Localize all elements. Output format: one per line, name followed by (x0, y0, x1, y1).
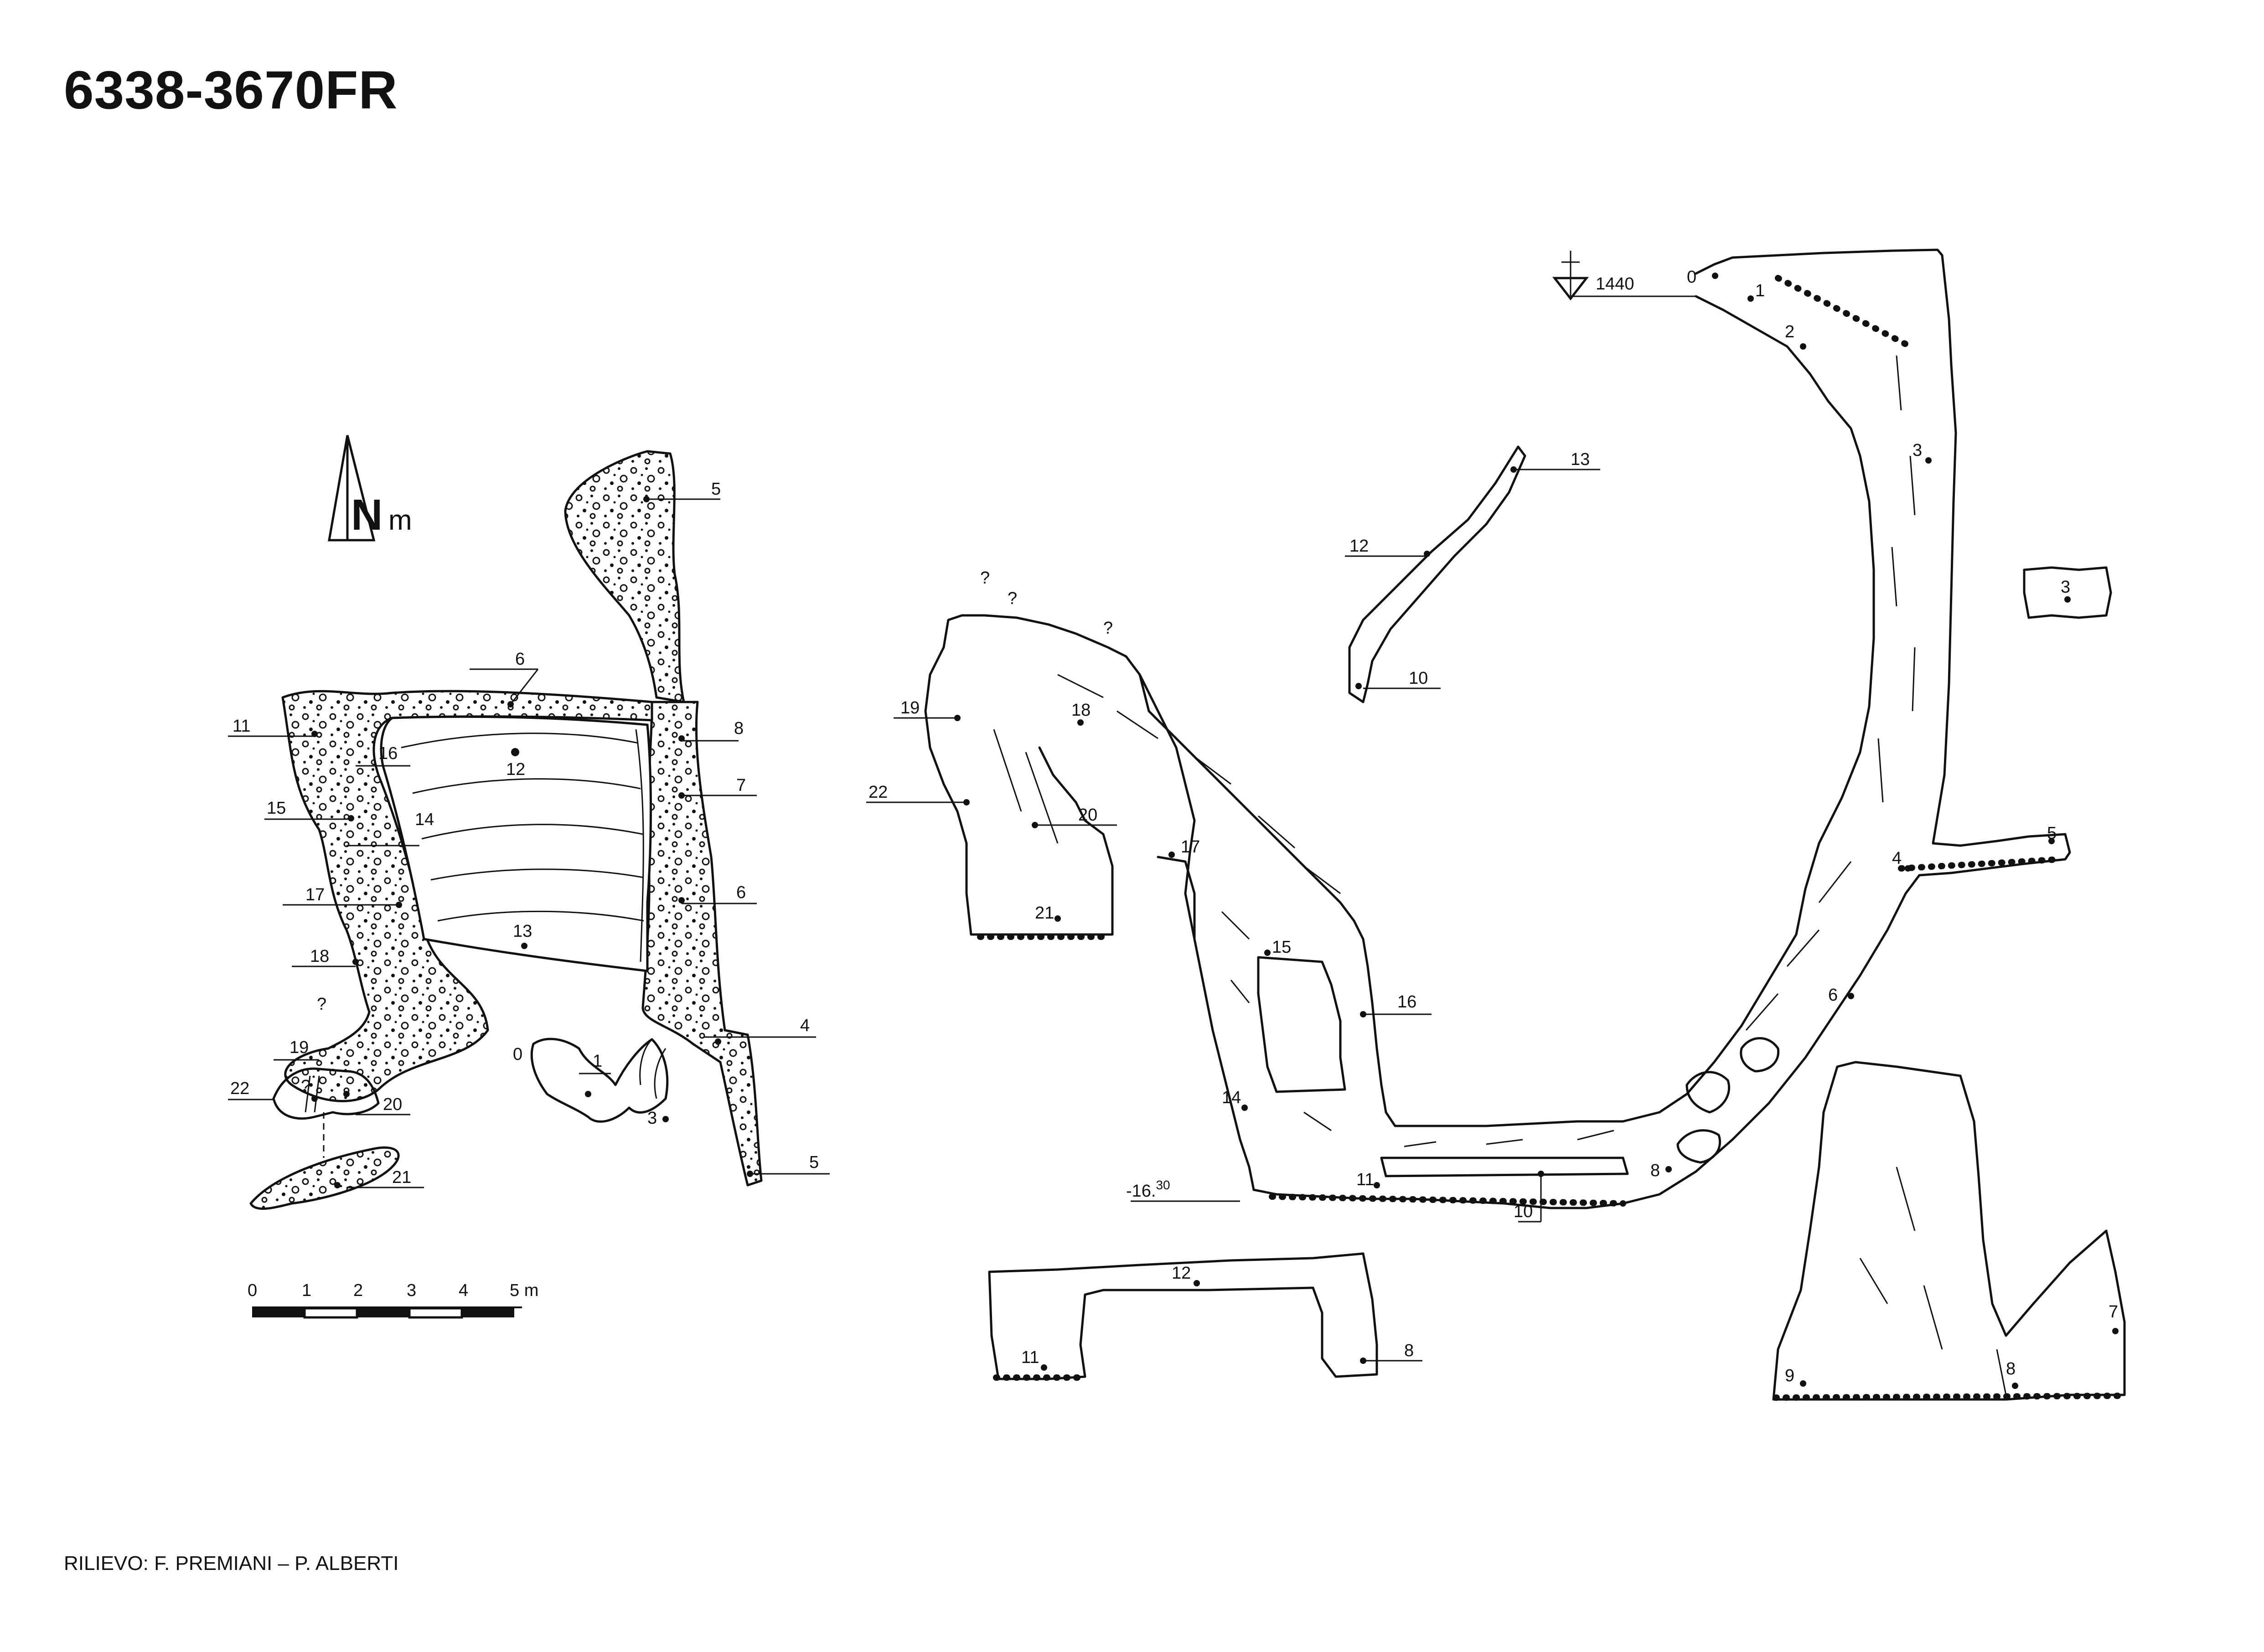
entrance-datum: 1440 (1552, 251, 1696, 301)
section-label-16: 16 (1397, 992, 1416, 1012)
plan-label-16: 16 (378, 744, 398, 763)
plan-label-21: 21 (392, 1168, 411, 1187)
section-label-question-1: ? (980, 568, 990, 588)
plan-label-8: 8 (734, 719, 744, 738)
plan-label-12: 12 (506, 760, 525, 779)
section-label-20: 20 (1078, 805, 1097, 825)
section-label-2: 2 (1785, 322, 1794, 341)
plan-label-18: 18 (310, 947, 329, 966)
plan-label-6: 6 (736, 883, 746, 902)
inset-label-9: 9 (1785, 1366, 1794, 1385)
section-leaders (866, 717, 1542, 1223)
plan-labels: 5 6 11 16 12 8 7 15 14 6 6 17 13 18 ? 4 … (230, 480, 819, 1187)
north-letter: N (351, 490, 383, 539)
section-label-17: 17 (1181, 837, 1200, 857)
inset-label-12b: 12 (1172, 1264, 1191, 1283)
plan-label-15: 15 (267, 799, 286, 818)
section-hatching (993, 355, 1916, 1147)
inset-bottom-right: 9 8 7 (1772, 1061, 2126, 1401)
section-label-0: 0 (1687, 268, 1696, 287)
section-label-21: 21 (1035, 903, 1054, 923)
plan-label-0: 0 (513, 1045, 522, 1064)
plan-label-7: 7 (736, 776, 746, 795)
inset-upper-mid: 13 12 10 (1345, 445, 1600, 703)
plan-label-19: 19 (289, 1038, 309, 1057)
scale-tick-5: 5 m (510, 1281, 538, 1300)
plan-label-22: 22 (230, 1079, 249, 1098)
plan-label-10: 6 (515, 650, 525, 669)
plan-label-11: 11 (233, 717, 250, 736)
section-label-14: 14 (1222, 1088, 1241, 1107)
section-label-question-3: ? (1103, 619, 1113, 638)
survey-title: 6338-3670FR (64, 60, 398, 120)
section-label-15: 15 (1272, 938, 1291, 957)
inset-label-3: 3 (2061, 578, 2070, 597)
plan-label-9: 5 (711, 480, 721, 499)
section-stations (954, 273, 2055, 1188)
plan-label-1: 1 (593, 1052, 602, 1071)
plan-label-13: 13 (513, 922, 532, 941)
section-label-10: 10 (1514, 1202, 1533, 1221)
scale-bar: 0 1 2 3 4 5 m (248, 1281, 538, 1319)
section-label-22: 22 (868, 783, 888, 802)
north-arrow: N m (328, 435, 412, 542)
section-label-question-2: ? (1008, 589, 1017, 608)
cave-section: 14 4 0 (866, 248, 2126, 1401)
section-label-8: 8 (1650, 1161, 1660, 1180)
section-label-4: 4 (1892, 849, 1902, 868)
plan-label-17: 17 (305, 885, 325, 904)
plan-label-question: ? (317, 995, 326, 1014)
inset-bottom-left: 12 11 8 (988, 1252, 1422, 1381)
inset-label-8b: 8 (2006, 1359, 2016, 1378)
plan-label-question-2: ? (301, 1077, 310, 1096)
section-label-18: 18 (1071, 701, 1091, 720)
inset-label-7: 7 (2109, 1302, 2118, 1322)
plan-label-5: 5 (809, 1153, 819, 1172)
cave-plan: 5 6 11 16 12 8 7 15 14 6 6 17 13 18 ? 4 … (228, 450, 830, 1210)
scale-tick-2: 2 (353, 1281, 363, 1300)
scale-tick-0: 0 (248, 1281, 257, 1300)
section-label-5: 5 (2047, 824, 2057, 843)
section-label-1: 1 (1755, 281, 1765, 300)
inset-label-8: 8 (1404, 1341, 1414, 1360)
survey-credits: RILIEVO: F. PREMIANI – P. ALBERTI (64, 1552, 399, 1575)
inset-label-10: 10 (1409, 669, 1428, 688)
scale-tick-3: 3 (407, 1281, 416, 1300)
north-suffix: m (388, 505, 412, 536)
entrance-elevation: 1440 (1596, 274, 1634, 294)
plan-leaders (228, 498, 830, 1188)
section-labels: 0 1 2 3 4 5 6 8 11 10 14 15 16 17 18 19 … (868, 268, 2057, 1221)
section-label-6: 6 (1828, 986, 1838, 1005)
inset-label-11: 11 (1021, 1348, 1039, 1367)
section-label-11: 11 (1356, 1170, 1374, 1189)
section-label-19: 19 (900, 698, 920, 718)
inset-top-right: 3 (2023, 566, 2112, 619)
scale-tick-4: 4 (459, 1281, 468, 1300)
plan-label-20: 20 (383, 1095, 402, 1114)
inset-label-12: 12 (1349, 537, 1369, 556)
plan-label-3: 3 (647, 1109, 657, 1128)
plan-label-14: 14 (415, 810, 434, 829)
plan-label-4: 4 (800, 1016, 810, 1035)
inset-label-13: 13 (1571, 450, 1590, 469)
section-depth: -16.30 (1126, 1178, 1170, 1201)
section-label-3: 3 (1913, 441, 1922, 460)
scale-tick-1: 1 (302, 1281, 311, 1300)
